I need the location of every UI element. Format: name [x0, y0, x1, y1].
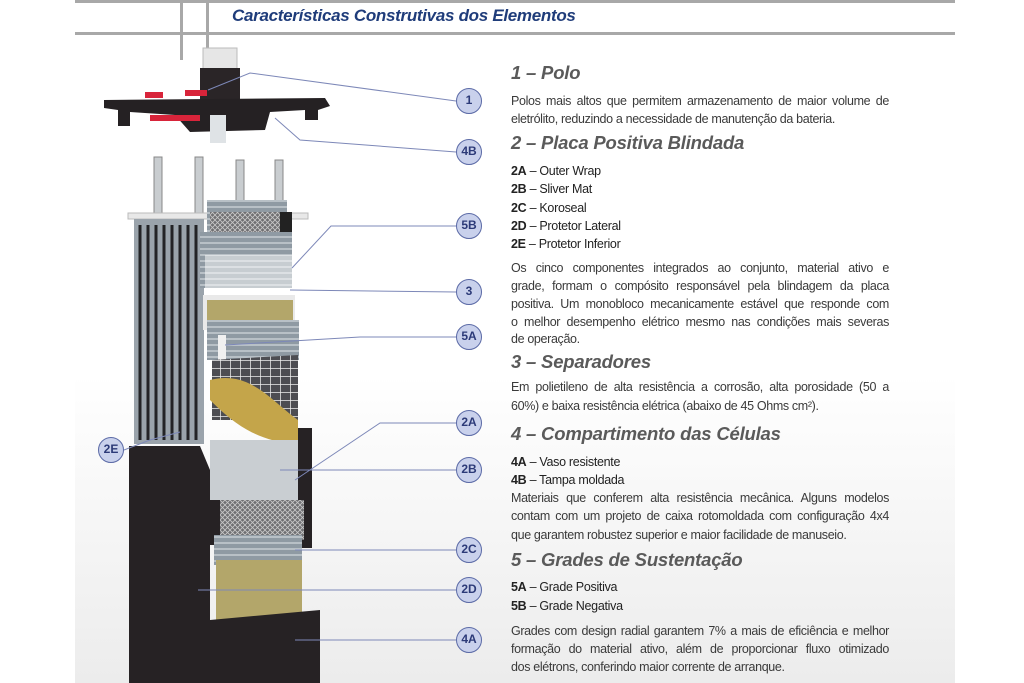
body-line: Polos mais altos que permitem armazename… — [511, 94, 889, 108]
plate-stack — [134, 200, 299, 445]
vertical-rule — [180, 0, 183, 60]
list-item: 5B – Grade Negativa — [511, 599, 623, 613]
callout-leaders — [123, 72, 457, 641]
body-line: o melhor desempenho elétrico mesmo nas c… — [511, 315, 889, 329]
callout-5b: 5B — [456, 213, 482, 239]
molded-lid — [104, 90, 330, 143]
section-heading-separadores: 3 – Separadores — [511, 351, 651, 372]
list-item: 2E – Protetor Inferior — [511, 237, 621, 251]
body-line: dos elétrons, conferindo maior corrente … — [511, 660, 785, 674]
body-line: Grades com design radial garantem 7% a m… — [511, 624, 889, 638]
page-title: Características Construtivas dos Element… — [232, 6, 576, 25]
callout-2a: 2A — [456, 410, 482, 436]
section-heading-grades: 5 – Grades de Sustentação — [511, 549, 743, 570]
list-item: 2C – Koroseal — [511, 201, 587, 215]
body-line: formação do material ativo, além de prop… — [511, 642, 889, 656]
section-heading-placa: 2 – Placa Positiva Blindada — [511, 132, 745, 153]
body-line: grade, formam o compósito responsável pe… — [511, 279, 889, 293]
callout-4a: 4A — [456, 627, 482, 653]
vertical-rule — [206, 0, 209, 50]
body-line: 60%) e baixa resistência elétrica (abaix… — [511, 399, 819, 413]
callout-2e: 2E — [98, 437, 124, 463]
body-line: de operação. — [511, 332, 580, 346]
callout-2b: 2B — [456, 457, 482, 483]
body-line: Materiais que conferem alta resistência … — [511, 491, 889, 505]
body-line: positiva. Um monobloco mecanicamente est… — [511, 297, 889, 311]
list-item: 4A – Vaso resistente — [511, 455, 621, 469]
list-item: 2B – Sliver Mat — [511, 182, 592, 196]
body-line: contam com um projeto de caixa rotomolda… — [511, 509, 889, 523]
callout-2d: 2D — [456, 577, 482, 603]
body-line: Em polietileno de alta resistência a cor… — [511, 380, 889, 394]
body-line: que garantem robustez superior e maior f… — [511, 528, 847, 542]
callout-3: 3 — [456, 279, 482, 305]
list-item: 4B – Tampa moldada — [511, 473, 625, 487]
container-vessel — [129, 428, 320, 683]
section-heading-compartimento: 4 – Compartimento das Células — [511, 423, 781, 444]
body-line: eletrólito, reduzindo a necessidade de m… — [511, 112, 836, 126]
callout-4b: 4B — [456, 139, 482, 165]
section-heading-polo: 1 – Polo — [511, 62, 581, 83]
callout-1: 1 — [456, 88, 482, 114]
header-bottom-rule — [75, 32, 955, 35]
header-top-rule — [75, 0, 955, 3]
body-line: Os cinco componentes integrados ao conju… — [511, 261, 889, 275]
callout-2c: 2C — [456, 537, 482, 563]
list-item: 2A – Outer Wrap — [511, 164, 601, 178]
list-item: 2D – Protetor Lateral — [511, 219, 621, 233]
callout-5a: 5A — [456, 324, 482, 350]
list-item: 5A – Grade Positiva — [511, 580, 618, 594]
